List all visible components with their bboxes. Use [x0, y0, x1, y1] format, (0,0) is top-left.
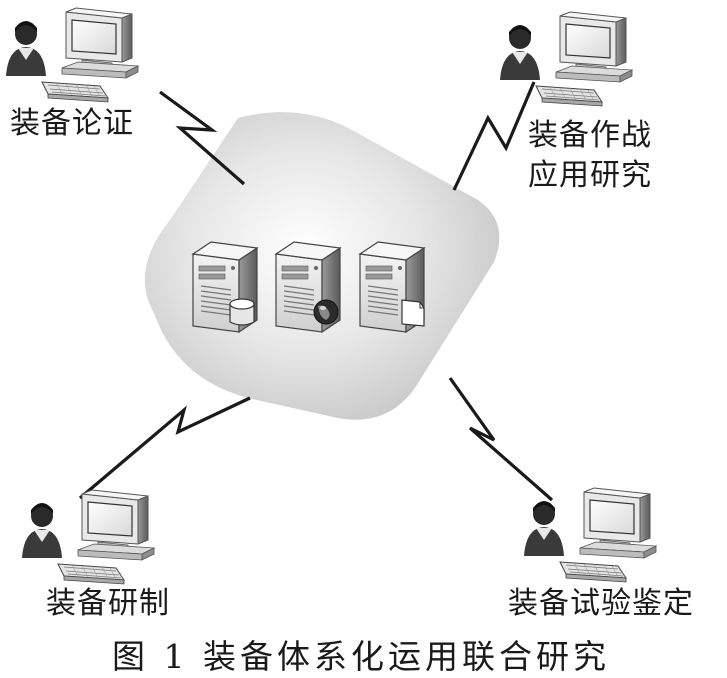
server-database [192, 241, 258, 333]
figure-caption: 图 1 装备体系化运用联合研究 [112, 637, 610, 676]
workstation-testing-icon [523, 487, 657, 583]
link-operations [452, 81, 536, 191]
workstation-development-icon [21, 489, 155, 585]
server-file [359, 241, 425, 333]
label-testing: 装备试验鉴定 [508, 586, 694, 621]
link-development [78, 396, 251, 500]
document-icon [401, 299, 425, 327]
link-demonstration [159, 90, 246, 186]
server-web [275, 241, 341, 333]
workstation-demonstration-icon [5, 7, 139, 103]
label-operations-line2: 应用研究 [528, 158, 652, 193]
link-layer [78, 81, 554, 502]
label-operations-line1: 装备作战 [528, 118, 652, 153]
link-testing [448, 377, 554, 502]
label-development: 装备研制 [46, 586, 170, 621]
label-demonstration: 装备论证 [10, 106, 134, 141]
globe-icon [313, 299, 339, 325]
workstation-operations-icon [499, 11, 633, 107]
database-icon [229, 298, 255, 326]
